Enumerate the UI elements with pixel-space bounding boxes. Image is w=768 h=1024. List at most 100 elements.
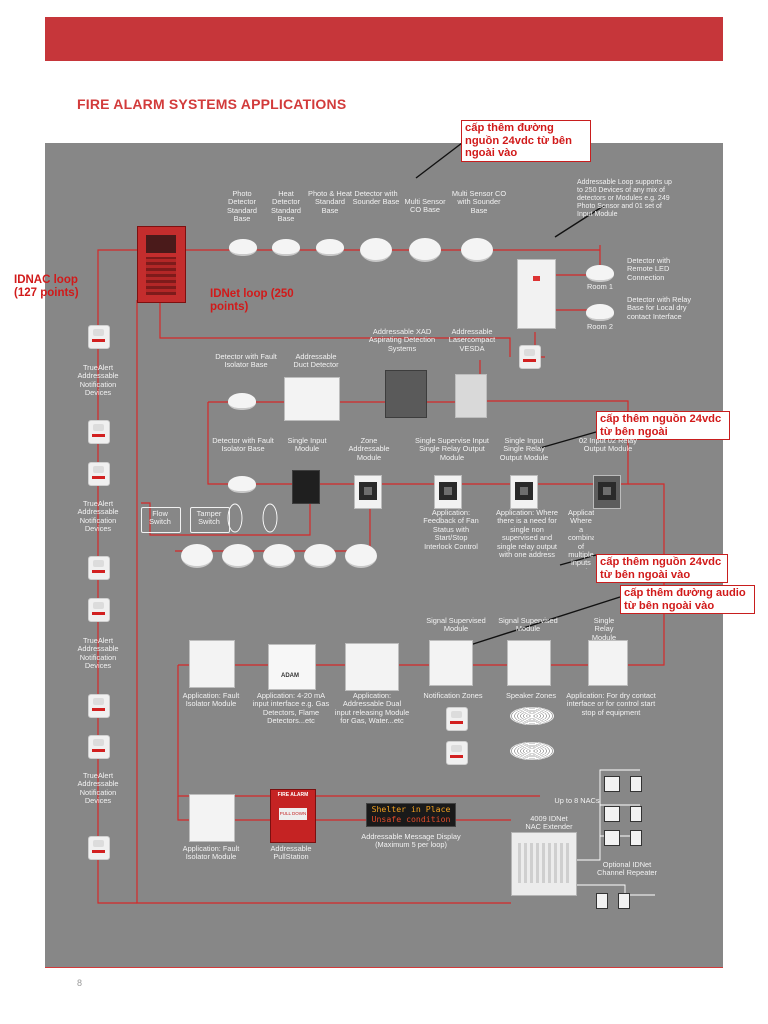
notification-device-icon: [88, 325, 110, 349]
row4-app-iso: Application: Fault Isolator Module: [182, 691, 240, 709]
zone-module-icon: [354, 475, 382, 509]
relay2-module-icon: [593, 475, 621, 509]
nac-appliance-icon: [630, 830, 642, 846]
isolator-detector-icon: [228, 393, 256, 410]
callout-arrow-loop: [554, 204, 606, 238]
single-input-module-icon: [292, 470, 320, 504]
notification-device-icon: [88, 462, 110, 486]
flow-switch-box: [141, 507, 181, 533]
row3-sisr-label: Single Input Single Relay Output Module: [499, 436, 549, 462]
row5-extender-label: 4009 IDNet NAC Extender: [525, 814, 573, 832]
dual-releasing-module-icon: [345, 643, 399, 691]
idnet-bottom: [136, 300, 511, 904]
base-label-photo: Photo Detector Standard Base: [227, 189, 257, 224]
photo-heat-detector-icon: [316, 239, 344, 256]
multi-sensor-co-icon: [409, 238, 441, 262]
row4-notif-zones: Notification Zones: [423, 691, 483, 700]
panel-keypad: [146, 257, 176, 295]
nac-extender-icon: [511, 832, 577, 896]
xad-aspirating-icon: [385, 370, 427, 418]
message-display-icon: Shelter in Place Unsafe condition: [366, 803, 456, 827]
nac-device-icon: [604, 776, 620, 792]
analog-input-module-icon: ADAM: [268, 644, 316, 690]
message-line-2: Unsafe condition: [371, 814, 451, 824]
callout-power-zone: cấp thêm nguồn 24vdc từ bên ngoài: [596, 411, 730, 440]
remote-led-plate: [517, 259, 556, 329]
fault-isolator-module-icon: [189, 794, 235, 842]
repeater-bus: [575, 884, 655, 896]
idnet-inner-wire: [159, 300, 511, 357]
row3-iso-label: Detector with Fault Isolator Base: [212, 436, 274, 454]
speaker-icon: [510, 707, 554, 725]
fire-text-icon: [92, 339, 105, 342]
callout-arrow-relay: [559, 554, 597, 566]
base-label-heat: Heat Detector Standard Base: [271, 189, 301, 224]
page-title: FIRE ALARM SYSTEMS APPLICATIONS: [77, 96, 347, 112]
callout-arrow-zone: [539, 431, 597, 449]
base-label-multi-co-sounder: Multi Sensor CO with Sounder Base: [451, 189, 507, 215]
led-indicator-icon: [533, 276, 540, 281]
flow-switch-label: Flow Switch: [149, 509, 171, 527]
conventional-detector-icon: [304, 544, 336, 568]
row3-relay2-label: 02 Input 02 Relay Output Module: [579, 436, 637, 454]
ssi-module-icon: [434, 475, 462, 509]
callout-power-relay: cấp thêm nguồn 24vdc từ bên ngoài vào: [596, 554, 728, 583]
nac-output-bus: [575, 769, 640, 861]
pull-sign-text: FIRE ALARM: [277, 792, 309, 798]
row5-repeater-label: Optional IDNet Channel Repeater: [597, 860, 657, 878]
notification-device-icon: [88, 694, 110, 718]
room1-detector-icon: [586, 265, 614, 282]
row3-app-sisr: Application: Where there is a need for s…: [495, 508, 559, 560]
nac-appliance-icon: [630, 806, 642, 822]
brand-label: ADAM: [281, 673, 299, 679]
conventional-detector-icon: [263, 544, 295, 568]
notification-label-2: TrueAlert Addressable Notification Devic…: [77, 499, 119, 534]
relay-base-label: Detector with Relay Base for Local dry c…: [627, 295, 692, 321]
fire-text-icon: [92, 749, 105, 752]
notification-label-3: TrueAlert Addressable Notification Devic…: [77, 636, 119, 671]
row4-app-relay: Application: For dry contact interface o…: [566, 691, 656, 717]
row3-app-ssi: Application: Feedback of Fan Status with…: [423, 508, 479, 551]
callout-arrow-top: [415, 142, 463, 179]
row5-msg-label: Addressable Message Display (Maximum 5 p…: [361, 832, 461, 850]
fire-text-icon: [92, 708, 105, 711]
fire-alarm-control-panel: [137, 226, 186, 303]
callout-power-top: cấp thêm đường nguồn 24vdc từ bên ngoài …: [461, 120, 591, 162]
notification-device-icon: [88, 836, 110, 860]
row3-single-input-label: Single Input Module: [287, 436, 327, 454]
page-number: 8: [77, 978, 83, 988]
conventional-detector-icon: [345, 544, 377, 568]
tamper-switch-label: Tamper Switch: [196, 509, 222, 527]
row4-speaker-zones: Speaker Zones: [505, 691, 557, 700]
row3-ssi-label: Single Supervise Input Single Relay Outp…: [415, 436, 489, 462]
notification-label-4: TrueAlert Addressable Notification Devic…: [77, 771, 119, 806]
nac-device-icon: [604, 806, 620, 822]
notification-device-icon: [88, 735, 110, 759]
sisr-module-icon: [510, 475, 538, 509]
row4-single-relay-label: Single Relay Module: [591, 616, 617, 642]
idnet-loop-label: IDNet loop (250 points): [210, 288, 294, 313]
footer-rule: [45, 967, 723, 968]
fire-text-icon: [450, 721, 463, 724]
row2-xad-label: Addressable XAD Aspirating Detection Sys…: [368, 327, 436, 353]
callout-audio: cấp thêm đường audio từ bên ngoài vào: [620, 585, 755, 614]
signal-module-2-icon: [507, 640, 551, 686]
notification-device-icon: [88, 598, 110, 622]
switch-wire: [141, 495, 311, 536]
fire-text-icon: [92, 476, 105, 479]
single-relay-module-icon: [588, 640, 628, 686]
signal-module-1-icon: [429, 640, 473, 686]
notification-label-1: TrueAlert Addressable Notification Devic…: [77, 363, 119, 398]
row5-up-to-nacs: Up to 8 NACs: [554, 796, 600, 805]
row4-signal1-label: Signal Supervised Module: [426, 616, 486, 634]
notification-device-icon: [88, 556, 110, 580]
row3-app-relay2: Application: Where a combination of mult…: [568, 509, 594, 569]
base-label-photo-heat: Photo & Heat Standard Base: [308, 189, 352, 215]
base-label-sounder: Detector with Sounder Base: [352, 189, 400, 207]
sounder-detector-icon: [360, 238, 392, 262]
row5-pull-label: Addressable PullStation: [270, 844, 312, 862]
message-line-1: Shelter in Place: [371, 804, 451, 814]
cable-loop-1: [227, 503, 243, 533]
base-label-multi-co: Multi Sensor CO Base: [404, 197, 446, 215]
conventional-detector-icon: [181, 544, 213, 568]
